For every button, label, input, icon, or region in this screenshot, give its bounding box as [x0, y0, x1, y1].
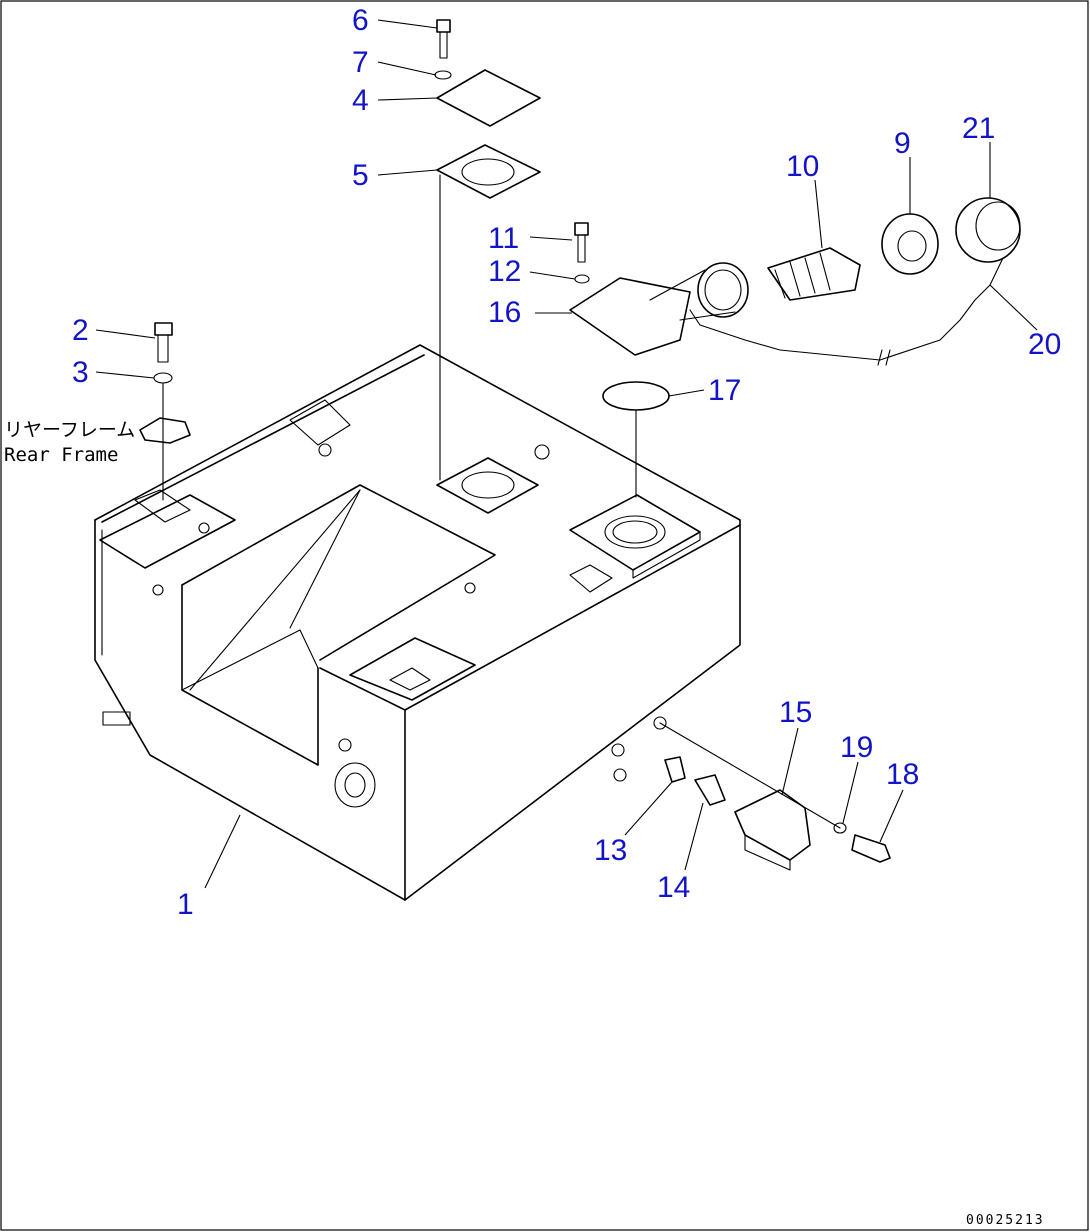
elbow-14: [694, 774, 726, 806]
label-14: 14: [657, 871, 690, 904]
label-1: 1: [177, 888, 194, 921]
cover-plate: [436, 69, 541, 127]
label-13: 13: [594, 834, 627, 867]
label-19: 19: [840, 731, 873, 764]
chain-20: [689, 257, 1004, 361]
rear-frame-note-jp: リヤーフレーム: [4, 419, 135, 441]
bolt-11-head: [574, 222, 589, 236]
label-15: 15: [779, 696, 812, 729]
washer-7: [434, 70, 452, 80]
bolt-6-head: [436, 19, 451, 33]
drawing-code: 00025213: [966, 1213, 1045, 1228]
bracket-group: [659, 722, 891, 871]
label-18: 18: [886, 758, 919, 791]
label-4: 4: [352, 84, 369, 117]
leader-lines: [95, 19, 1038, 889]
washer-19: [833, 822, 847, 834]
label-20: 20: [1028, 328, 1061, 361]
label-21: 21: [962, 112, 995, 145]
label-10: 10: [786, 150, 819, 183]
strainer-10: [767, 247, 861, 301]
cap-cover-21: [955, 197, 1021, 263]
label-2: 2: [72, 314, 89, 347]
part-labels: 6 7 4 5 2 3 11 12 16 17 10 9 21 20 1 13 …: [72, 4, 1061, 921]
label-16: 16: [488, 296, 521, 329]
frame-mount-group: [139, 322, 191, 501]
cap-9: [881, 213, 939, 275]
filler-neck-flange: [569, 277, 691, 356]
valve-13: [664, 756, 686, 783]
label-9: 9: [894, 127, 911, 160]
bolt-18: [851, 834, 891, 863]
label-17: 17: [708, 374, 741, 407]
washer-3: [153, 372, 173, 384]
bracket-15: [734, 789, 811, 861]
sender-cover-group: [434, 19, 541, 481]
bolt-6-shank: [439, 31, 448, 59]
filler-group: [569, 197, 1021, 498]
bolt-2-head: [154, 322, 173, 336]
filler-neck-pipe: [697, 262, 749, 318]
cover-gasket: [436, 144, 541, 199]
label-11: 11: [488, 222, 519, 255]
label-5: 5: [352, 159, 369, 192]
label-12: 12: [488, 255, 521, 288]
rear-frame-note-en: Rear Frame: [4, 444, 118, 466]
label-3: 3: [72, 356, 89, 389]
washer-12: [574, 274, 590, 284]
fuel-tank: [94, 344, 741, 901]
label-7: 7: [352, 46, 369, 79]
rear-frame-mount: [139, 417, 191, 444]
label-6: 6: [352, 4, 369, 37]
o-ring-17: [602, 381, 670, 411]
